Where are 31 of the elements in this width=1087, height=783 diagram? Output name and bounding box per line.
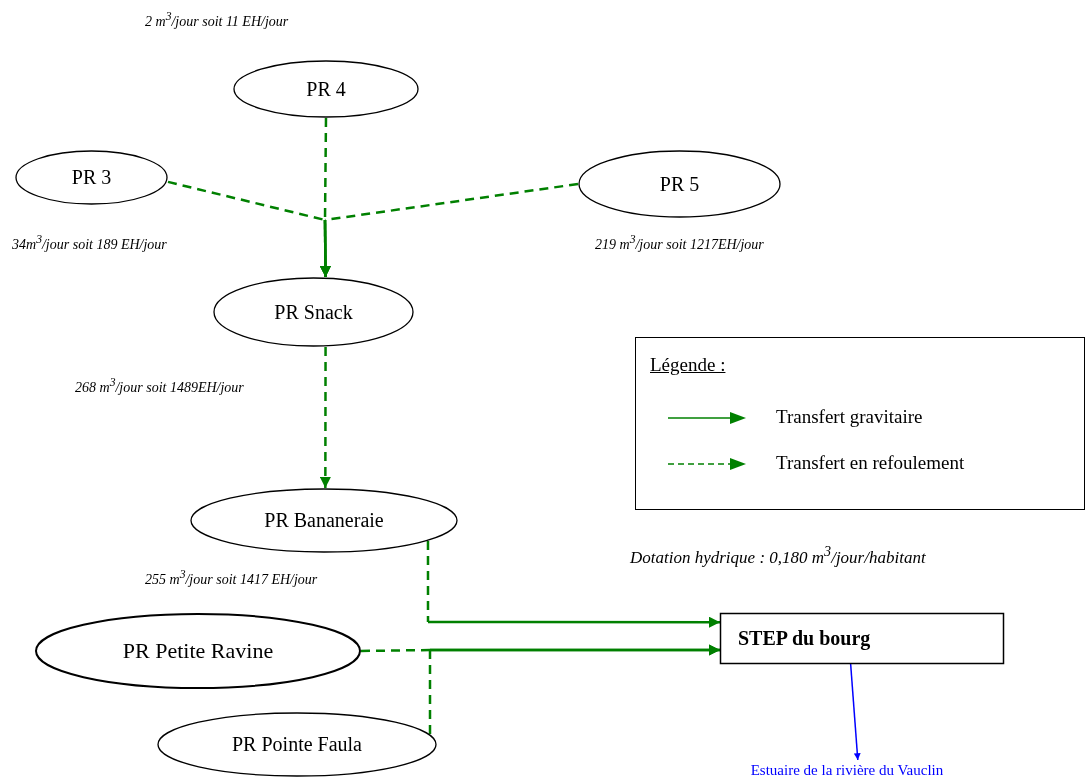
- flow-annotation: 34m$^{3}$/jour soit 189 EH/jour: [12, 233, 167, 253]
- station-ellipse: [578, 150, 781, 218]
- station-name: PR Bananeraie: [264, 509, 384, 532]
- station-ellipse: [35, 613, 361, 689]
- station-name: PR 5: [659, 172, 700, 196]
- note-text: Dotation hydrique : 0,180 m$^{3}$/jour/habitant: [630, 543, 926, 568]
- station-name: PR Pointe Faula: [232, 733, 362, 756]
- treatment-plant-box: [720, 613, 1004, 664]
- station-name: PR Petite Ravine: [122, 638, 274, 664]
- flow-annotation: 219 m$^{3}$/jour soit 1217EH/jour: [595, 233, 764, 253]
- station-ellipse: [190, 488, 458, 553]
- station-ellipse: [15, 150, 168, 205]
- flow-annotation: 2 m$^{3}$/jour soit 11 EH/jour: [145, 10, 289, 30]
- pipe-arrow: [849, 663, 861, 761]
- legend-text: Transfert gravitaire: [776, 406, 923, 428]
- station-ellipse: [157, 712, 437, 777]
- station-ellipse: [213, 277, 414, 347]
- station-name: PR 3: [71, 166, 112, 189]
- outlet-label: Estuaire de la rivière du Vauclin: [712, 760, 982, 780]
- flow-annotation: 268 m$^{3}$/jour soit 1489EH/jour: [75, 376, 244, 396]
- station-name: PR 4: [306, 77, 346, 101]
- station-ellipse: [233, 60, 419, 118]
- pipe-arrow: [319, 182, 579, 277]
- pipe-arrow: [426, 541, 720, 628]
- legend-text: Transfert en refoulement: [776, 452, 965, 474]
- station-name: PR Snack: [274, 300, 353, 324]
- plant-name: STEP du bourg: [738, 627, 871, 650]
- legend-title: Légende :: [650, 354, 726, 376]
- pipe-arrow: [428, 644, 720, 735]
- pipe-arrow: [319, 347, 331, 488]
- flow-annotation: 255 m$^{3}$/jour soit 1417 EH/jour: [145, 568, 318, 588]
